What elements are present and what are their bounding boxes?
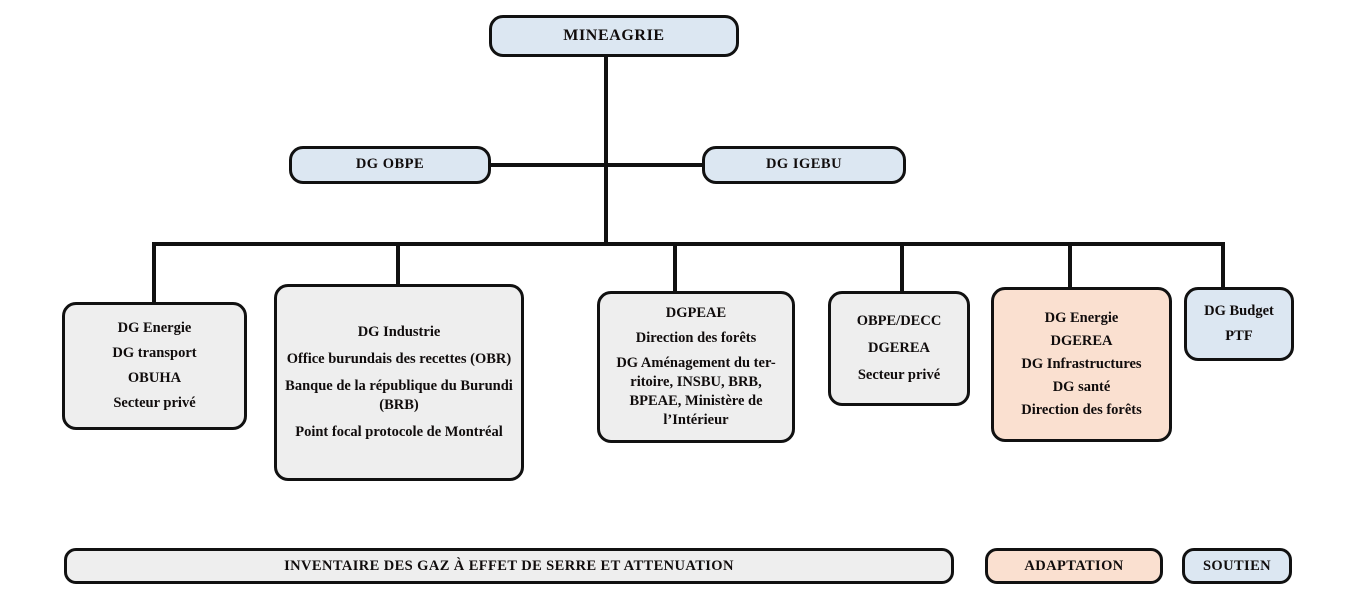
connector-level2-horizontal [489, 163, 704, 167]
node-dg-igebu-label: DG IGEBU [765, 156, 843, 173]
node-mineagrie[interactable]: MINEAGRIE [489, 15, 739, 57]
node-line: DG Energie [117, 319, 192, 336]
legend-adaptation-label: ADAPTATION [1024, 557, 1124, 574]
connector-drop-obpe-decc [900, 242, 904, 293]
node-dg-budget[interactable]: DG Budget PTF [1184, 287, 1294, 361]
node-obpe-decc[interactable]: OBPE/DECC DGEREA Secteur privé [828, 291, 970, 406]
node-line: OBUHA [127, 370, 182, 386]
node-line: DGPEAE [665, 305, 727, 322]
legend-adaptation[interactable]: ADAPTATION [985, 548, 1163, 584]
legend-soutien[interactable]: SOUTIEN [1182, 548, 1292, 584]
node-line: DG Budget [1204, 302, 1274, 319]
node-energie-transport[interactable]: DG Energie DG transport OBUHA Secteur pr… [62, 302, 247, 430]
node-line: Banque de la république du Burundi (BRB) [285, 378, 513, 413]
node-adaptation-group[interactable]: DG Energie DGEREA DG Infrastructures DG … [991, 287, 1172, 442]
node-line: DG santé [1052, 379, 1111, 396]
connector-drop-adaptation-group [1068, 242, 1072, 289]
connector-drop-dgpeae [673, 242, 677, 293]
connector-drop-dg-budget [1221, 242, 1225, 289]
node-line: OBPE/DECC [856, 312, 942, 329]
node-line: DGEREA [1050, 332, 1113, 349]
node-line: Direction des forêts [1021, 402, 1142, 419]
node-dgpeae[interactable]: DGPEAE Direction des forêts DG Aménageme… [597, 291, 795, 443]
connector-drop-energie-transport [152, 242, 156, 304]
node-line: PTF [1225, 328, 1253, 344]
node-dg-obpe[interactable]: DG OBPE [289, 146, 491, 184]
legend-inventaire[interactable]: INVENTAIRE DES GAZ À EFFET DE SERRE ET A… [64, 548, 954, 584]
legend-soutien-label: SOUTIEN [1202, 557, 1272, 574]
node-line: Secteur privé [857, 367, 941, 384]
node-dg-igebu[interactable]: DG IGEBU [702, 146, 906, 184]
node-line: DGEREA [867, 339, 931, 356]
node-line: Point focal protocole de Montréal [295, 423, 503, 440]
node-mineagrie-label: MINEAGRIE [563, 27, 665, 45]
node-line: DG Industrie [357, 324, 441, 341]
legend-inventaire-label: INVENTAIRE DES GAZ À EFFET DE SERRE ET A… [284, 557, 734, 574]
node-line: DG Infrastructures [1021, 355, 1142, 372]
connector-trunk-vertical [604, 57, 608, 244]
connector-distribution-bus [152, 242, 1224, 246]
node-line: Secteur privé [113, 395, 196, 412]
node-line: DG Energie [1044, 309, 1119, 326]
node-industrie[interactable]: DG Industrie Office burundais des recett… [274, 284, 524, 481]
node-line: DG transport [112, 344, 197, 361]
node-line: DG Aménagement du ter-ritoire, INSBU, BR… [616, 355, 776, 428]
node-dg-obpe-label: DG OBPE [355, 156, 425, 173]
node-line: Office burundais des recettes (OBR) [286, 351, 512, 368]
connector-drop-industrie [396, 242, 400, 286]
node-line: Direction des forêts [635, 330, 757, 347]
